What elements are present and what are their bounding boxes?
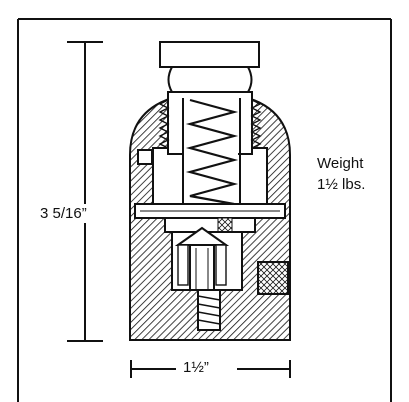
- neck: [167, 66, 253, 93]
- spring: [185, 98, 239, 206]
- valve-cross-section: [129, 41, 291, 341]
- width-dimension-line: [130, 360, 291, 378]
- weight-label: Weight 1½ lbs.: [317, 153, 365, 195]
- top-cap: [159, 41, 260, 68]
- side-port: [257, 261, 289, 295]
- width-label: 1½”: [181, 359, 211, 376]
- height-label: 3 5/16”: [38, 204, 89, 223]
- border-frame: [17, 18, 392, 402]
- height-dimension-line: [67, 41, 103, 342]
- weight-title: Weight: [317, 155, 364, 172]
- weight-value: 1½ lbs.: [317, 176, 366, 193]
